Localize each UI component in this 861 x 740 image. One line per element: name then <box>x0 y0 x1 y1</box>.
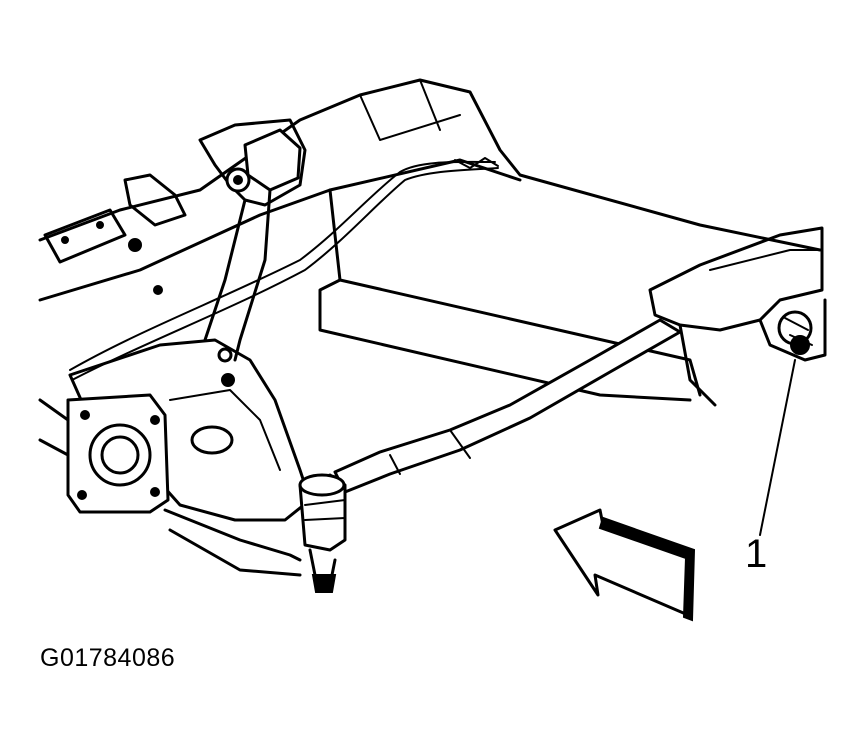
tie-rod-shaft <box>333 318 682 494</box>
front-bracket <box>43 173 187 295</box>
front-of-vehicle-arrow <box>553 508 696 622</box>
right-frame-bracket <box>648 226 827 407</box>
steering-knuckle <box>38 393 170 514</box>
frame-rail-rear <box>38 78 822 402</box>
figure-id-label: G01784086 <box>40 644 176 672</box>
brake-line <box>69 157 499 381</box>
ball-joint <box>298 473 347 593</box>
upper-control-arm <box>198 118 307 362</box>
callout-1: 1 <box>745 359 796 576</box>
lower-support <box>163 508 302 577</box>
callout-1-label: 1 <box>745 532 767 576</box>
